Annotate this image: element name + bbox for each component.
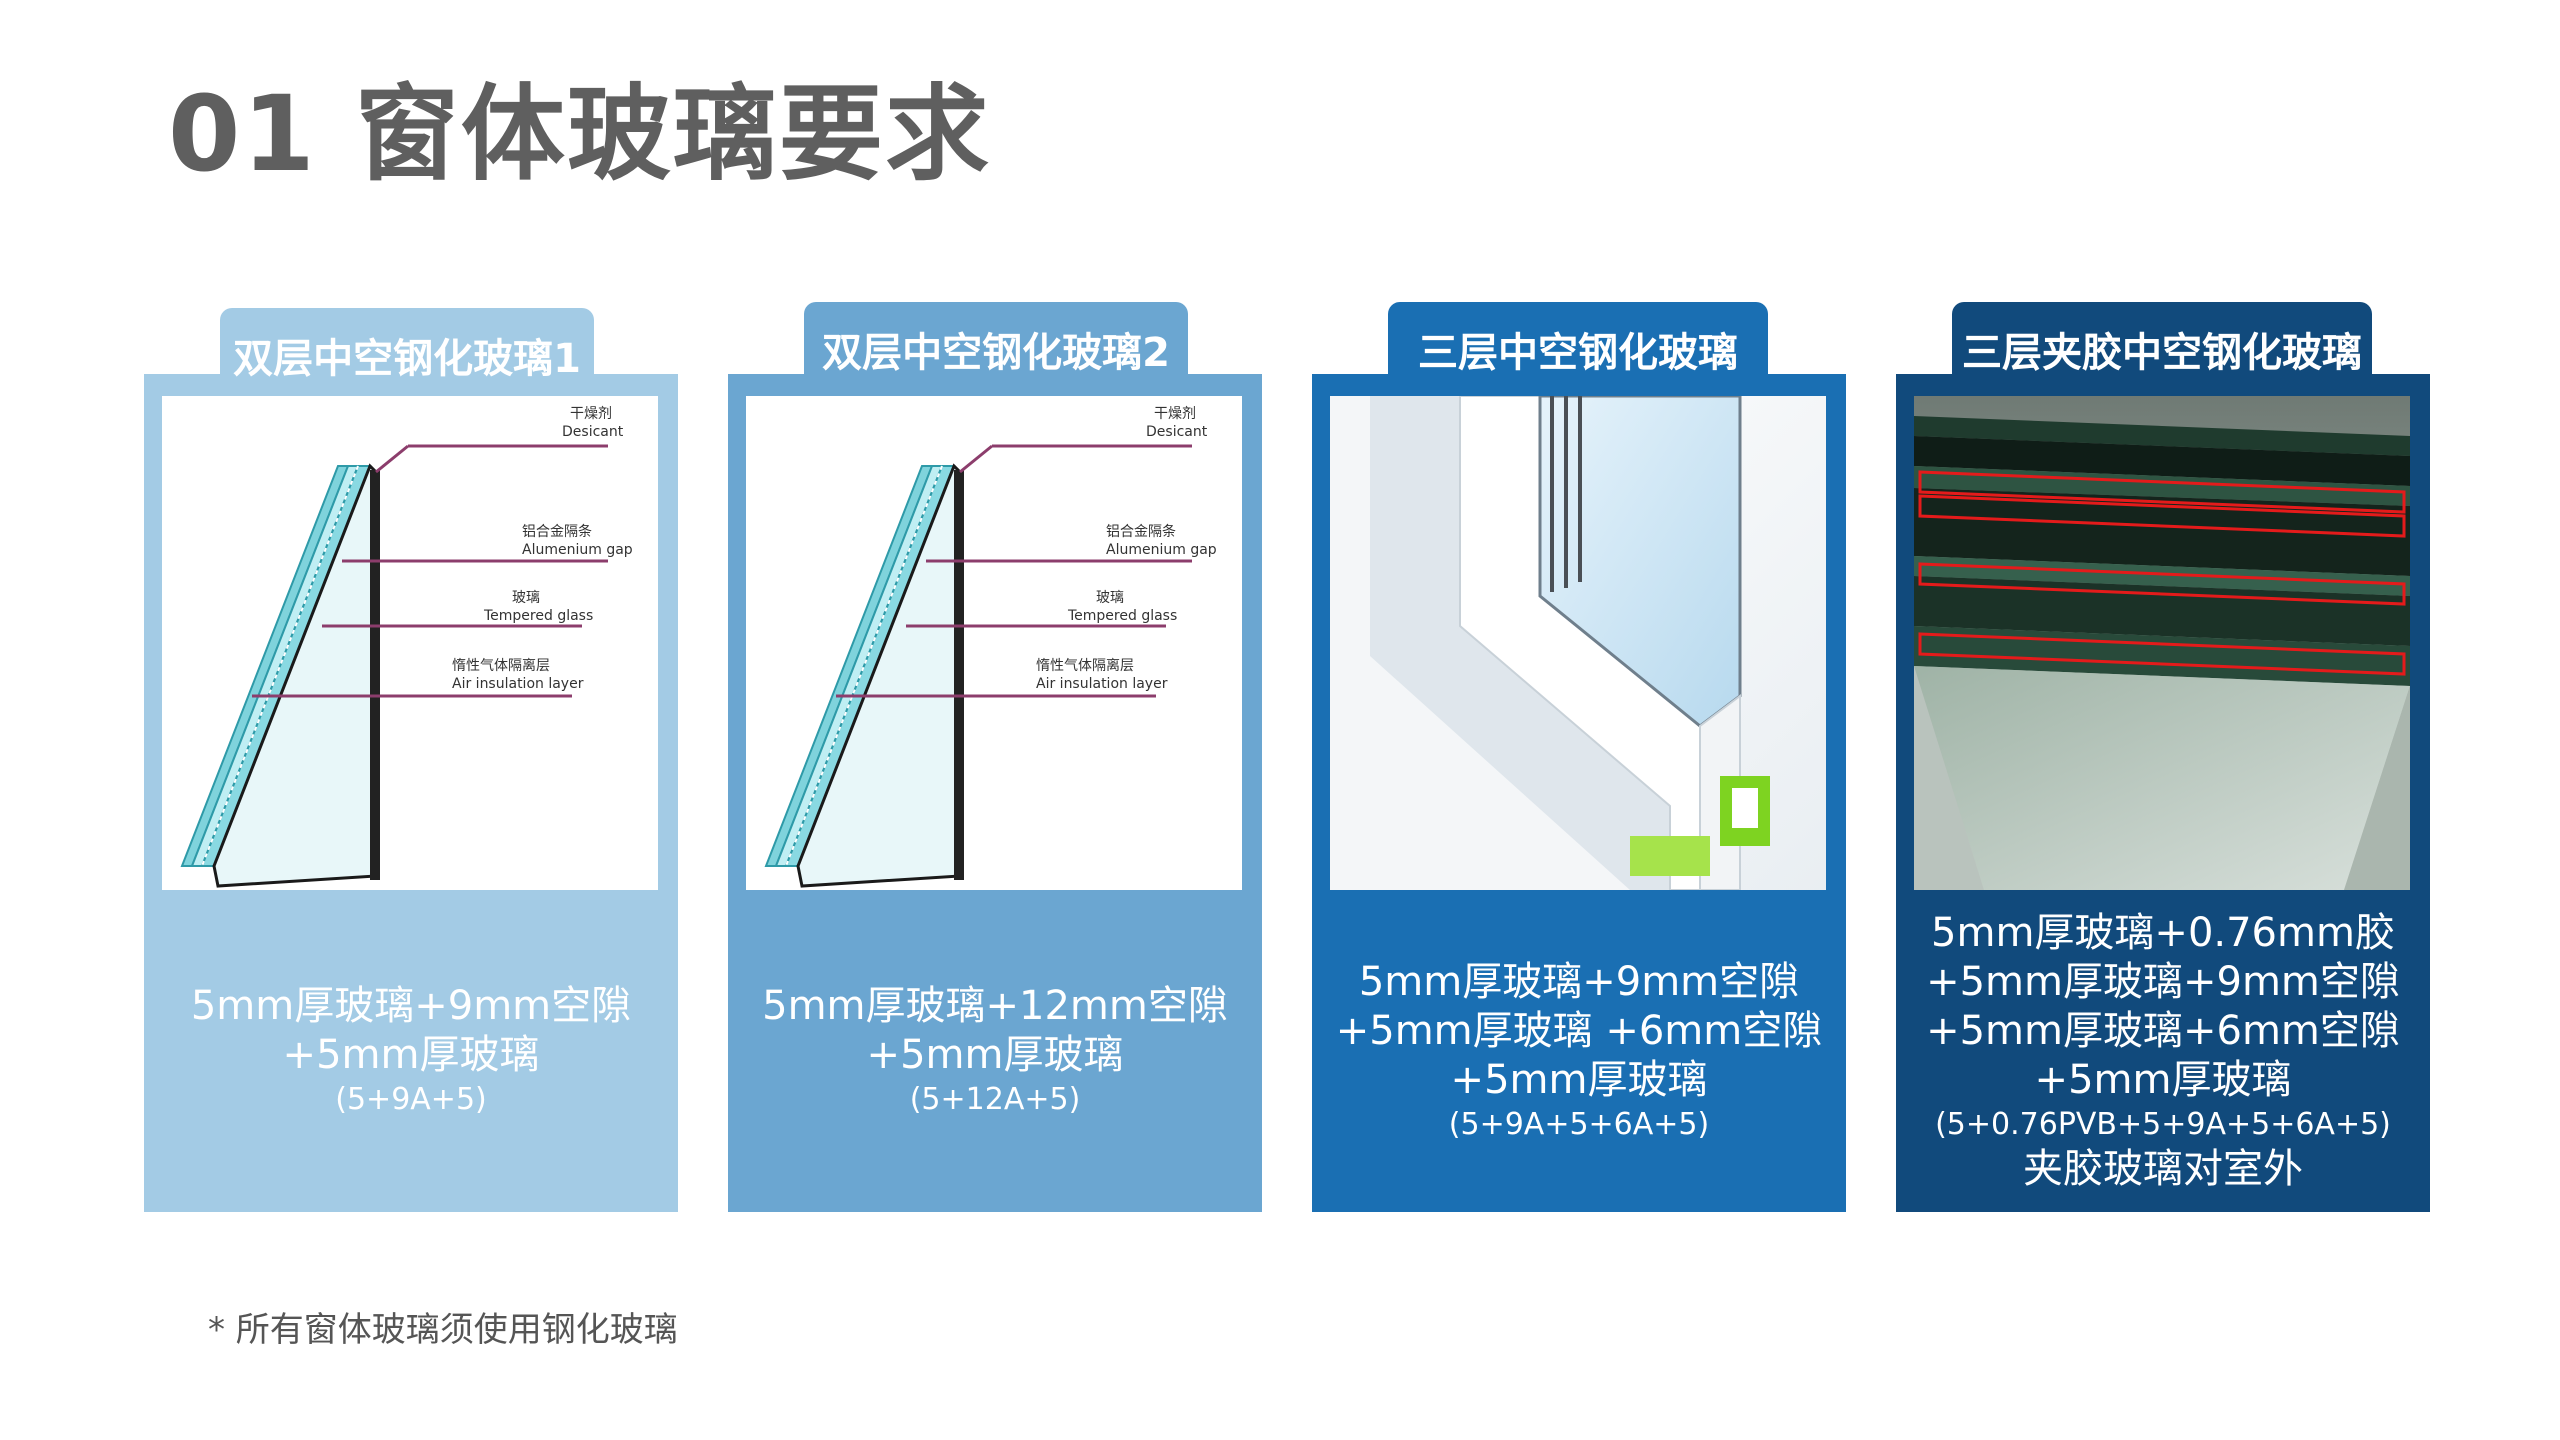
- glass-en-label: Tempered glass: [1067, 608, 1177, 624]
- desiccant-cn-label: 干燥剂: [570, 406, 612, 422]
- spacer-cn-label: 铝合金隔条: [522, 523, 592, 540]
- laminated-glass-photo: [1914, 396, 2410, 890]
- glass-diagram: 干燥剂 Desicant 铝合金隔条 Alumenium gap 玻璃 Temp…: [162, 396, 658, 890]
- desc-line: +5mm厚玻璃+6mm空隙: [1926, 1007, 2400, 1054]
- desc-line: +5mm厚玻璃+9mm空隙: [1926, 958, 2400, 1005]
- card-title: 三层夹胶中空钢化玻璃: [1962, 330, 2362, 376]
- page-title: 01 窗体玻璃要求: [168, 73, 991, 195]
- card-title: 双层中空钢化玻璃1: [233, 336, 581, 382]
- card-tab: 双层中空钢化玻璃1: [220, 308, 594, 402]
- card-tab: 双层中空钢化玻璃2: [804, 302, 1188, 396]
- card-description: 5mm厚玻璃+0.76mm胶 +5mm厚玻璃+9mm空隙 +5mm厚玻璃+6mm…: [1896, 890, 2430, 1212]
- spacer-en-label: Alumenium gap: [1106, 542, 1217, 558]
- desc-spec: (5+12A+5): [909, 1082, 1081, 1117]
- desiccant-cn-label: 干燥剂: [1154, 406, 1196, 422]
- desc-note: 夹胶玻璃对室外: [2023, 1145, 2303, 1192]
- card-double-glazing-1: 双层中空钢化玻璃1 干燥剂 Desicant 铝合金隔条 Alumenium g…: [144, 308, 678, 1212]
- card-double-glazing-2: 双层中空钢化玻璃2 干燥剂 Desicant 铝合金隔条 Alumenium g…: [728, 302, 1262, 1212]
- desiccant-en-label: Desicant: [1146, 424, 1208, 440]
- card-title: 双层中空钢化玻璃2: [822, 330, 1170, 376]
- air-cn-label: 惰性气体隔离层: [1036, 657, 1134, 674]
- window-frame-photo: [1330, 396, 1826, 890]
- card-description: 5mm厚玻璃+9mm空隙 +5mm厚玻璃 +6mm空隙 +5mm厚玻璃 (5+9…: [1312, 890, 1846, 1212]
- air-cn-label: 惰性气体隔离层: [452, 657, 550, 674]
- desc-line: +5mm厚玻璃: [866, 1032, 1124, 1078]
- desc-line: 5mm厚玻璃+9mm空隙: [1358, 958, 1800, 1005]
- desc-spec: (5+9A+5): [335, 1082, 487, 1117]
- desc-line: +5mm厚玻璃: [282, 1032, 540, 1078]
- card-description: 5mm厚玻璃+12mm空隙 +5mm厚玻璃 (5+12A+5): [728, 890, 1262, 1212]
- glass-cn-label: 玻璃: [512, 589, 540, 606]
- spacer-cn-label: 铝合金隔条: [1106, 523, 1176, 540]
- desc-line: +5mm厚玻璃 +6mm空隙: [1335, 1007, 1823, 1054]
- card-triple-glazing: 三层中空钢化玻璃 5mm厚玻璃+9m: [1312, 302, 1846, 1212]
- card-tab: 三层中空钢化玻璃: [1388, 302, 1768, 396]
- desc-spec: (5+9A+5+6A+5): [1448, 1106, 1710, 1142]
- air-en-label: Air insulation layer: [452, 676, 584, 692]
- air-en-label: Air insulation layer: [1036, 676, 1168, 692]
- glass-diagram: 干燥剂 Desicant 铝合金隔条 Alumenium gap 玻璃 Temp…: [746, 396, 1242, 890]
- card-tab: 三层夹胶中空钢化玻璃: [1952, 302, 2372, 396]
- footnote: * 所有窗体玻璃须使用钢化玻璃: [208, 1310, 678, 1350]
- desc-spec: (5+0.76PVB+5+9A+5+6A+5): [1935, 1106, 2391, 1142]
- card-title: 三层中空钢化玻璃: [1418, 330, 1738, 376]
- desc-line: 5mm厚玻璃+9mm空隙: [190, 983, 632, 1029]
- desiccant-en-label: Desicant: [562, 424, 624, 440]
- glass-en-label: Tempered glass: [483, 608, 593, 624]
- desc-line: +5mm厚玻璃: [1450, 1056, 1708, 1103]
- desc-line: 5mm厚玻璃+0.76mm胶: [1931, 909, 2395, 956]
- desc-line: +5mm厚玻璃: [2034, 1056, 2292, 1103]
- desc-line: 5mm厚玻璃+12mm空隙: [762, 983, 1228, 1029]
- spacer-en-label: Alumenium gap: [522, 542, 633, 558]
- glass-cn-label: 玻璃: [1096, 589, 1124, 606]
- card-laminated-triple-glazing: 三层夹胶中空钢化玻璃: [1896, 302, 2430, 1212]
- card-description: 5mm厚玻璃+9mm空隙 +5mm厚玻璃 (5+9A+5): [144, 890, 678, 1212]
